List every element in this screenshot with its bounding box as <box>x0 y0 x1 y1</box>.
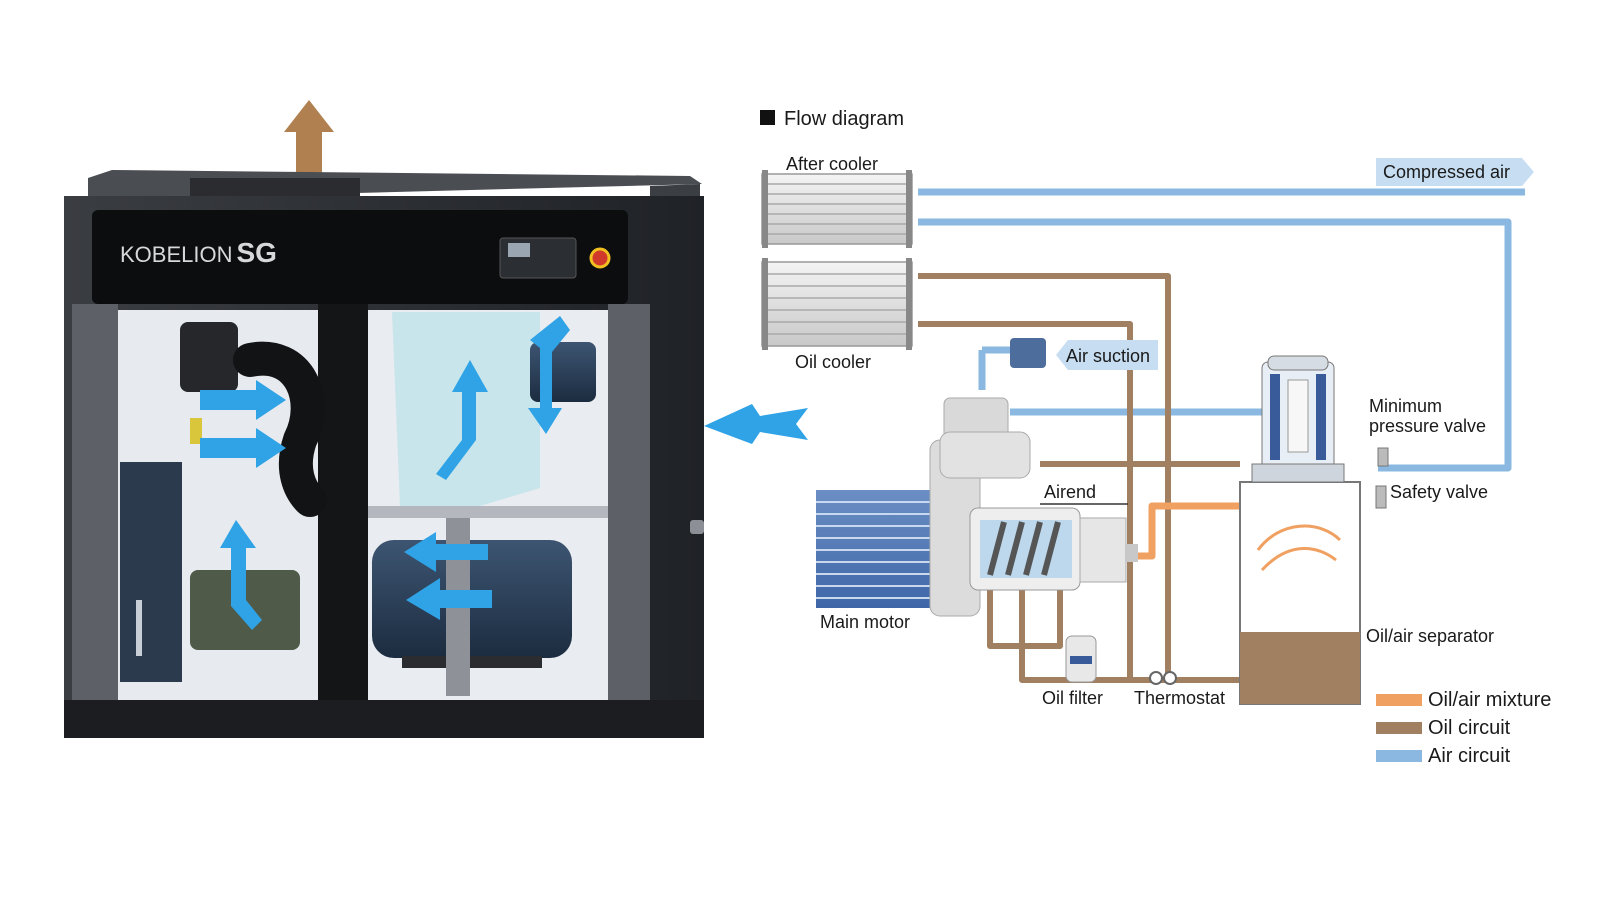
motor-base <box>402 656 542 668</box>
legend-swatch <box>1376 722 1422 734</box>
after-cooler <box>761 170 913 248</box>
right-pillar <box>608 304 650 714</box>
airflow-arrows <box>200 316 808 630</box>
intake-arrow-icon <box>704 404 808 444</box>
compressed-air-label: Compressed air <box>1383 162 1510 182</box>
min-pressure-valve-label-2: pressure valve <box>1369 416 1486 436</box>
top-vent <box>190 178 360 196</box>
compressed-air-arrow: Compressed air <box>1376 158 1534 186</box>
air-suction-label: Air suction <box>1066 346 1150 366</box>
controller-screen <box>508 243 530 257</box>
cabinet-base <box>64 700 704 738</box>
airflow-arrow-icon <box>404 532 488 572</box>
title-square-icon <box>760 110 775 125</box>
air-circuit-pipes <box>918 188 1525 472</box>
suction-filter <box>1010 338 1046 368</box>
airflow-arrow-icon <box>200 380 286 420</box>
diagram-title: Flow diagram <box>784 108 904 130</box>
left-pillar <box>72 304 118 714</box>
flow-diagram: Flow diagram Compressed air After cooler <box>760 108 1551 767</box>
side-handle <box>690 520 704 534</box>
oil-cooler <box>761 258 913 350</box>
emergency-stop-button <box>589 247 611 269</box>
thermostat <box>1149 671 1177 685</box>
airflow-arrow-icon <box>200 428 286 468</box>
main-motor <box>816 439 981 617</box>
airend <box>939 397 1138 591</box>
main-motor-label: Main motor <box>820 612 910 632</box>
oil-cooler-label: Oil cooler <box>795 352 871 372</box>
legend-swatch <box>1376 750 1422 762</box>
fan-motor <box>530 342 596 402</box>
center-pillar <box>318 304 368 714</box>
cabinet-top <box>88 170 702 200</box>
legend-label: Air circuit <box>1428 745 1511 767</box>
safety-valve <box>1375 485 1387 509</box>
oil-filter <box>1065 635 1097 683</box>
separator-label: Oil/air separator <box>1366 626 1494 646</box>
oil-filter-label: Oil filter <box>1042 688 1103 708</box>
airflow-arrow-icon <box>436 360 488 480</box>
airflow-arrow-icon <box>528 316 570 434</box>
airflow-arrow-icon <box>406 578 492 620</box>
intake-hose <box>233 341 327 517</box>
legend-label: Oil/air mixture <box>1428 689 1551 711</box>
legend-swatch <box>1376 694 1422 706</box>
airflow-arrow-icon <box>220 520 262 630</box>
exhaust-arrow-icon <box>284 100 334 188</box>
yellow-valve <box>190 418 202 444</box>
thermostat-label: Thermostat <box>1134 688 1225 708</box>
oil-tank <box>120 462 182 682</box>
min-pressure-valve <box>1377 447 1389 467</box>
min-pressure-valve-label-1: Minimum <box>1369 396 1442 416</box>
safety-valve-label: Safety valve <box>1390 482 1488 502</box>
control-panel <box>92 210 628 304</box>
legend: Oil/air mixture Oil circuit Air circuit <box>1376 689 1551 767</box>
mixture-pipe <box>1136 502 1240 560</box>
after-cooler-label: After cooler <box>786 154 878 174</box>
air-suction-arrow: Air suction <box>1056 340 1158 370</box>
level-gauge <box>136 600 142 656</box>
airend-label: Airend <box>1044 482 1096 502</box>
legend-label: Oil circuit <box>1428 717 1511 739</box>
oil-air-separator <box>1239 355 1361 705</box>
air-filter-housing <box>180 322 238 392</box>
pipe-horizontal <box>368 506 608 518</box>
